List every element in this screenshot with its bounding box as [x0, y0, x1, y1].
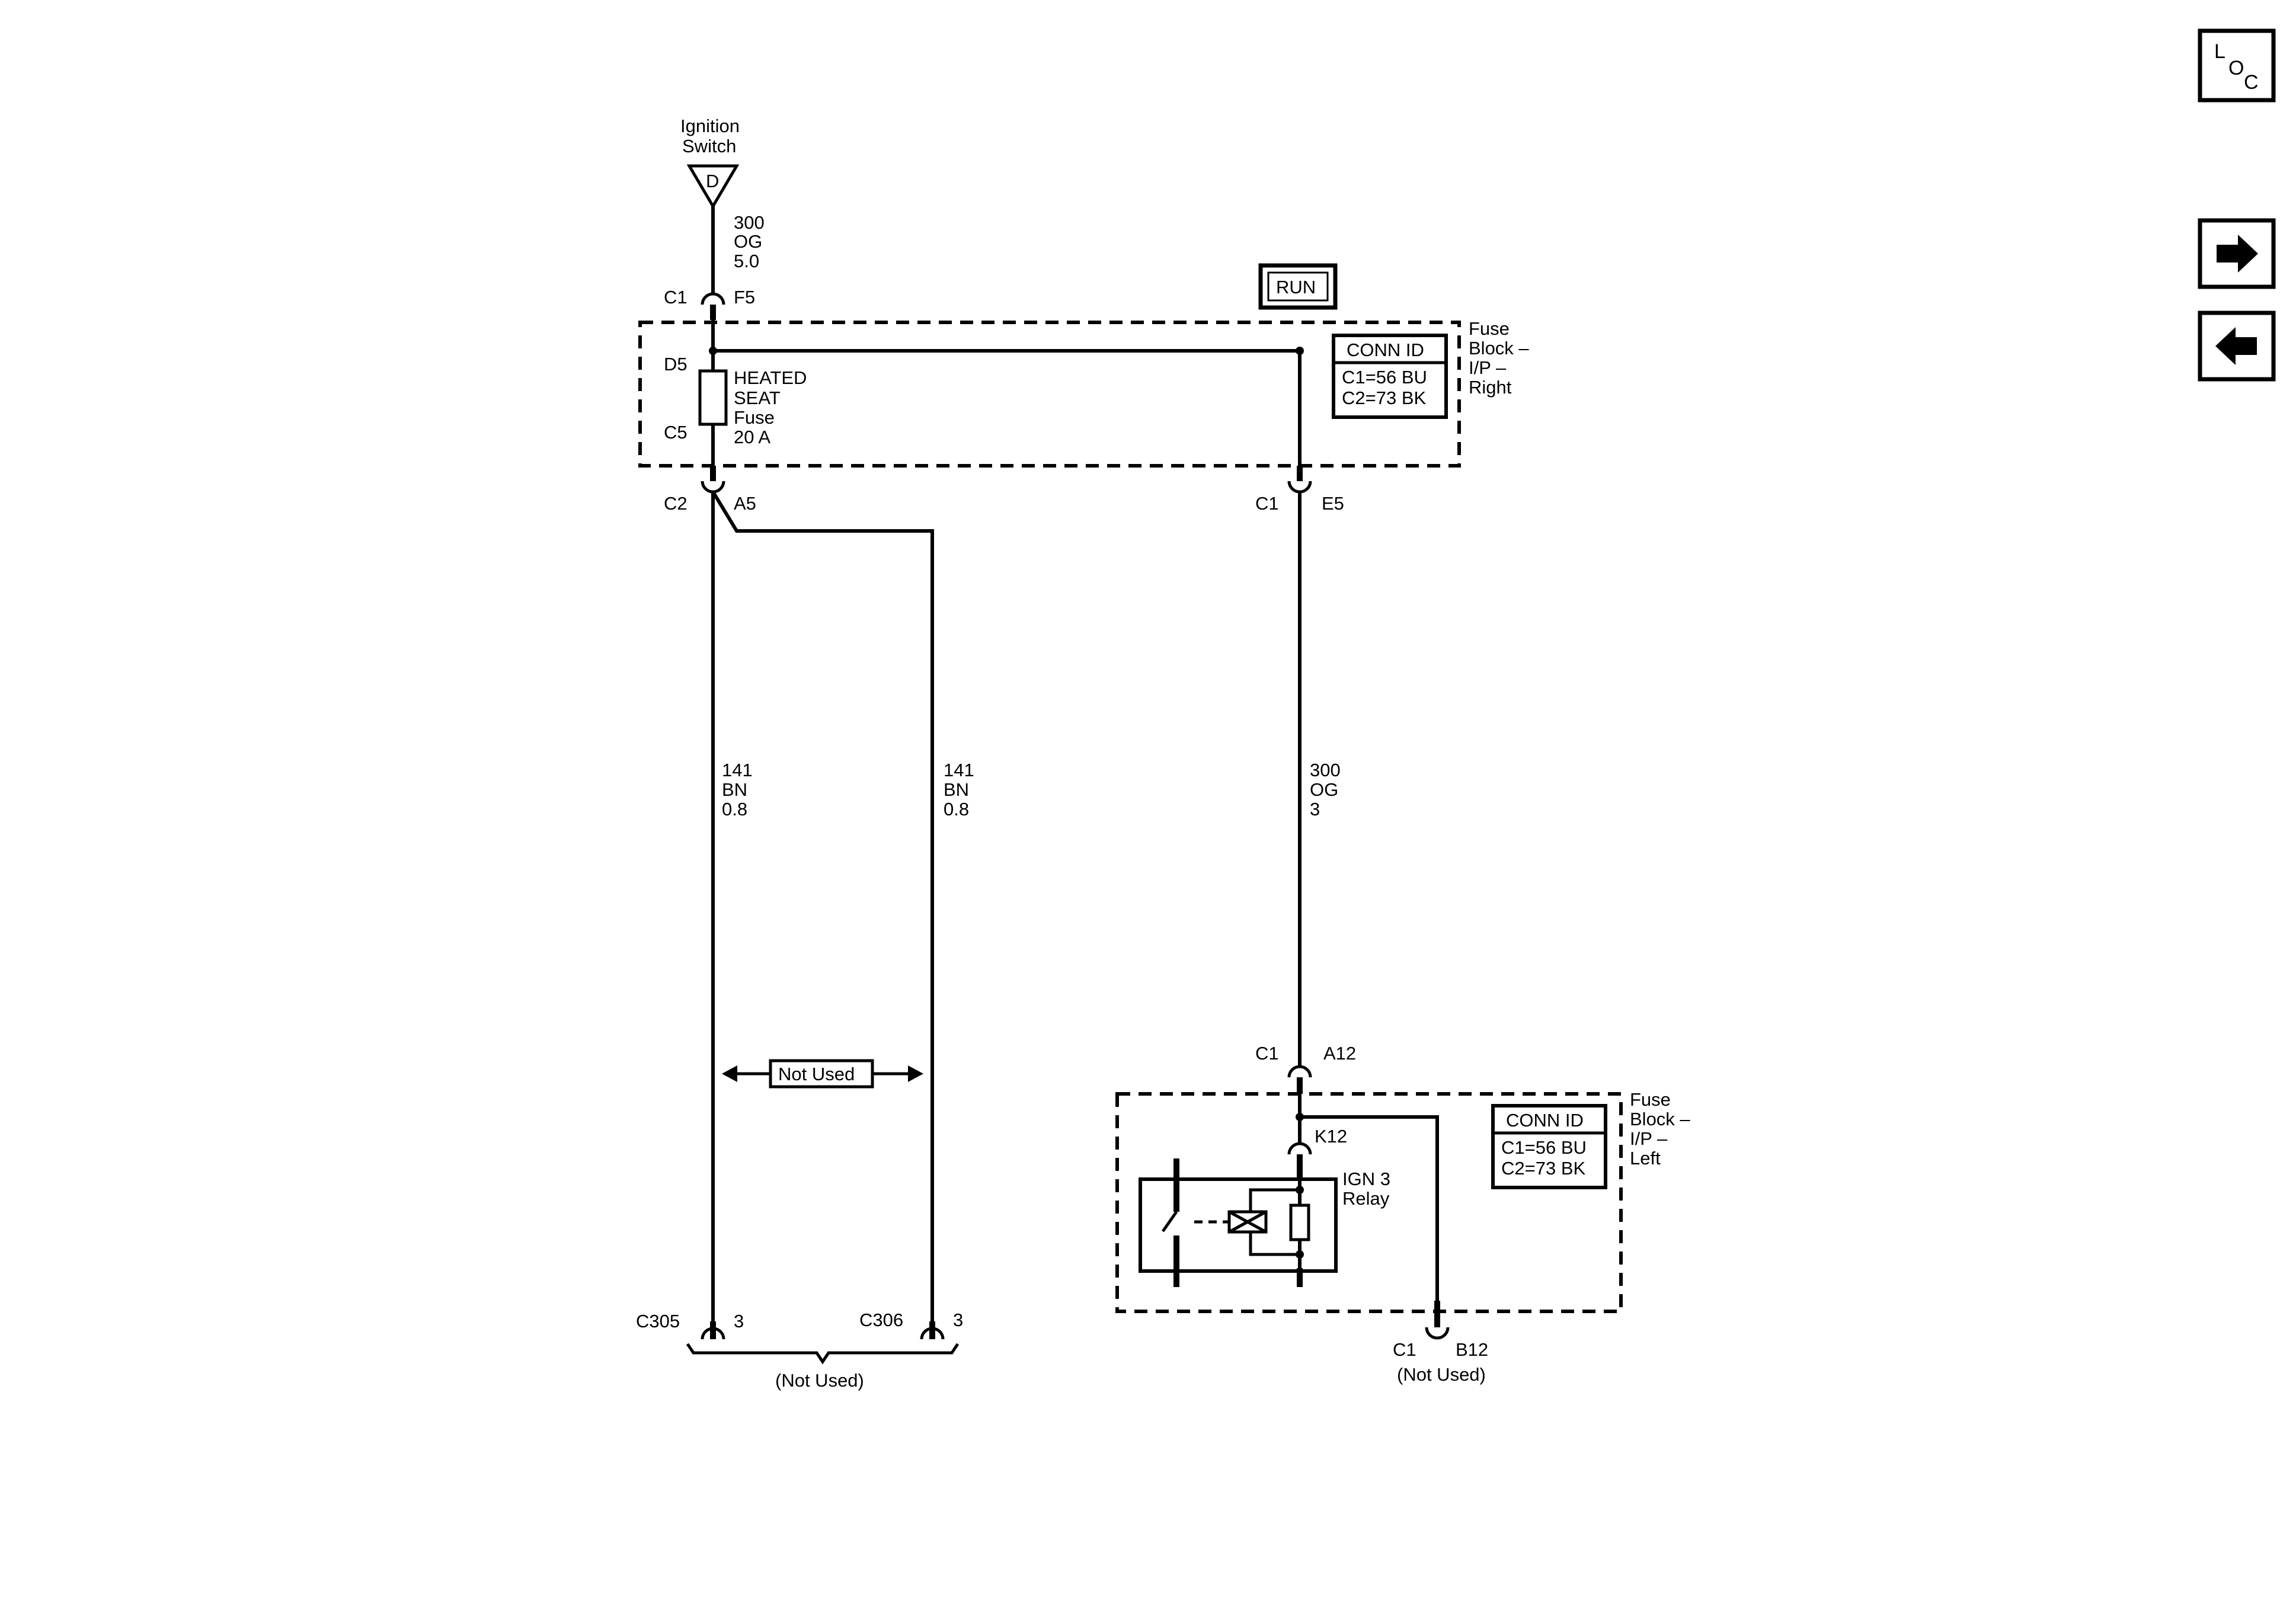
fuse-block-right-label-4: Right	[1469, 377, 1512, 398]
ignition-switch-label-1: Ignition	[680, 116, 740, 136]
wire-300-mid-circuit: 300	[1310, 760, 1341, 780]
ignition-switch-label-2: Switch	[682, 136, 736, 156]
wire-141-bn-right	[711, 491, 934, 1321]
connector-c1-f5	[701, 292, 725, 305]
connector-c1-e5-pin-label: E5	[1322, 493, 1344, 514]
not-used-box	[769, 1059, 874, 1089]
fuse-block-right-label-1: Fuse	[1469, 318, 1510, 339]
fuse-block-left-label-4: Left	[1630, 1148, 1661, 1169]
wire-141-left-size: 0.8	[722, 799, 747, 820]
fuse-block-right-label-3: I/P –	[1469, 357, 1507, 378]
relay-switch-arm	[1161, 1211, 1178, 1233]
not-used-arrow-right	[908, 1065, 923, 1082]
fuse-rating: 20 A	[734, 427, 770, 447]
wire-top-color: OG	[734, 231, 762, 252]
wire-141-left-color: BN	[722, 779, 747, 800]
wire-top-circuit: 300	[734, 212, 765, 233]
fuse-block-right-label-2: Block –	[1469, 338, 1529, 359]
conn-id-left-c2: C2=73 BK	[1501, 1158, 1586, 1179]
connector-c2-a5-conn: C2	[664, 493, 687, 514]
not-used-bottom-label: (Not Used)	[775, 1370, 864, 1391]
connector-c1-e5-conn: C1	[1255, 493, 1279, 514]
wire-141-right-circuit: 141	[944, 760, 974, 780]
conn-id-box-left	[1491, 1104, 1607, 1189]
not-used-arrow-left	[722, 1065, 737, 1082]
connector-c1-b12	[1425, 1327, 1450, 1340]
loc-letter-c: C	[2244, 71, 2259, 94]
fuse-block-left-label-2: Block –	[1630, 1109, 1690, 1129]
wire-to-b12	[1300, 1115, 1439, 1311]
forward-button[interactable]	[2198, 218, 2276, 289]
wire-141-right-size: 0.8	[944, 799, 969, 820]
connector-c305-pin-label: 3	[734, 1311, 744, 1331]
run-label: RUN	[1276, 277, 1316, 297]
connector-c306-pin-label: 3	[953, 1310, 963, 1330]
conn-id-left-c1: C1=56 BU	[1501, 1137, 1587, 1158]
wire-top-size: 5.0	[734, 251, 759, 271]
fuse-name-2: SEAT	[734, 388, 781, 408]
relay-coil-wire-top	[1249, 1188, 1300, 1212]
relay-dot-top	[1296, 1186, 1304, 1194]
relay-diode-resistor	[1289, 1204, 1310, 1241]
relay-coil-x2	[1228, 1210, 1267, 1234]
connector-k12	[1287, 1142, 1312, 1155]
relay-label-2: Relay	[1342, 1188, 1390, 1209]
ignition-switch-symbol: D	[706, 171, 719, 191]
ignition-switch-triangle	[686, 164, 740, 209]
wire-141-left-circuit: 141	[722, 760, 753, 780]
connector-c2-a5	[701, 481, 725, 494]
connector-c306-conn: C306	[859, 1310, 903, 1330]
fuse-block-ip-left	[1115, 1092, 1623, 1313]
connector-c1-a12-conn: C1	[1255, 1043, 1279, 1064]
connector-c1-a12-pin-label: A12	[1323, 1043, 1356, 1064]
arrow-right-icon	[2217, 235, 2258, 273]
relay-coil-wire-bottom	[1249, 1232, 1300, 1256]
relay-dot-bottom	[1296, 1250, 1304, 1259]
fuse-name-1: HEATED	[734, 367, 807, 388]
splice-dot-left	[709, 347, 717, 355]
conn-id-right-title: CONN ID	[1347, 340, 1424, 360]
fuse-name-3: Fuse	[734, 407, 775, 428]
loc-letter-o: O	[2228, 57, 2244, 79]
conn-id-box-right	[1332, 334, 1448, 419]
connector-c1-f5-conn: C1	[664, 287, 687, 308]
connector-c1-f5-pin-label: F5	[734, 287, 755, 308]
connector-k12-label: K12	[1315, 1126, 1347, 1147]
fuse-d5-label: D5	[664, 354, 687, 375]
heated-seat-fuse	[698, 369, 728, 426]
connector-c1-a12	[1287, 1065, 1312, 1078]
connector-c1-e5	[1287, 481, 1312, 494]
fuse-block-ip-right	[638, 321, 1461, 468]
wire-141-right-color: BN	[944, 779, 969, 800]
run-box-inner	[1267, 271, 1329, 302]
wire-300-mid-size: 3	[1310, 799, 1320, 820]
relay-label-1: IGN 3	[1342, 1169, 1390, 1189]
not-used-label: Not Used	[778, 1064, 855, 1084]
wire-300-mid-color: OG	[1310, 779, 1338, 800]
loc-button[interactable]: L O C	[2198, 28, 2276, 103]
connector-c305-conn: C305	[636, 1311, 680, 1331]
loc-letter-l: L	[2214, 40, 2225, 63]
fuse-block-left-label-1: Fuse	[1630, 1089, 1671, 1110]
conn-id-right-c1: C1=56 BU	[1342, 367, 1427, 388]
connector-c1-b12-conn: C1	[1393, 1339, 1416, 1360]
conn-id-left-title: CONN ID	[1506, 1110, 1584, 1131]
connector-c2-a5-pin-label: A5	[734, 493, 756, 514]
connector-c1-b12-pin-label: B12	[1456, 1339, 1488, 1360]
back-button[interactable]	[2198, 311, 2276, 382]
arrow-left-icon	[2215, 327, 2257, 365]
fuse-block-left-label-3: I/P –	[1630, 1128, 1668, 1149]
not-used-bracket	[686, 1343, 960, 1365]
connector-c1-b12-note: (Not Used)	[1397, 1364, 1486, 1385]
fuse-c5-label: C5	[664, 422, 687, 443]
conn-id-right-c2: C2=73 BK	[1342, 388, 1427, 408]
